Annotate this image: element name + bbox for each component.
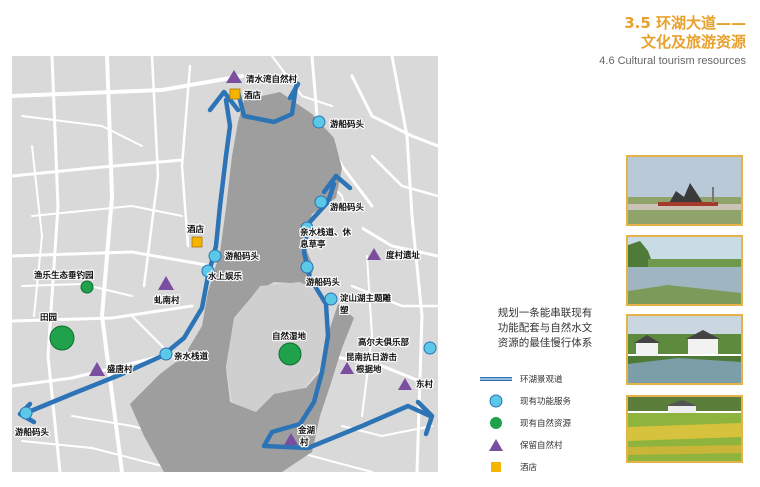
service-marker	[312, 115, 326, 129]
service-marker	[300, 260, 314, 274]
page-title-line2: 文化及旅游资源	[640, 33, 746, 51]
service-marker	[201, 264, 215, 278]
photo-village	[626, 314, 743, 385]
label-kunnan-1: 昆南抗日游击	[346, 352, 398, 363]
service-markers	[19, 115, 437, 420]
title-block: 3.5 环湖大道—— 文化及旅游资源 4.6 Cultural tourism …	[599, 14, 746, 67]
nature-marker-tianyuan	[49, 325, 75, 351]
village-marker-dongcun	[398, 378, 412, 390]
label-qiunan: 虬南村	[154, 295, 180, 306]
purple-triangle-icon	[489, 439, 503, 451]
description-line-1: 规划一条能串联现有	[497, 307, 593, 319]
label-hotel-north: 酒店	[244, 90, 262, 101]
service-marker	[159, 347, 173, 361]
hotel-markers	[191, 88, 241, 248]
label-pier-west: 游船码头	[225, 251, 260, 262]
lake-water	[130, 92, 354, 472]
wetland-island	[226, 282, 330, 412]
hotel-marker-north	[229, 88, 241, 100]
legend-item-route: 环湖景观道	[480, 368, 620, 390]
legend-label-service: 现有功能服务	[520, 397, 572, 407]
label-water-ent: 水上娱乐	[207, 271, 243, 282]
photo-farmland	[626, 395, 743, 463]
description-text: 规划一条能串联现有 功能配套与自然水文 资源的最佳慢行体系	[478, 306, 612, 351]
label-hotel-west: 酒店	[187, 224, 205, 235]
east-shore	[304, 206, 362, 286]
road-network	[12, 56, 438, 472]
label-wetland: 自然湿地	[272, 331, 307, 342]
label-tianyuan: 田园	[40, 313, 57, 323]
legend-label-hotel: 酒店	[520, 463, 538, 473]
service-marker	[314, 195, 328, 209]
village-marker-ducun	[367, 248, 381, 260]
service-marker	[300, 221, 314, 235]
yellow-square-icon	[491, 462, 501, 472]
village-marker-shengtang	[89, 362, 105, 376]
village-marker-jinhu	[284, 433, 298, 445]
nature-marker-wetland	[278, 342, 302, 366]
green-circle-icon	[490, 417, 502, 429]
map-legend: 环湖景观道 现有功能服务 现有自然资源 保留自然村 酒店	[480, 368, 620, 478]
light-blue-circle-icon	[489, 394, 503, 408]
lake-map: 清水湾自然村 酒店 游船码头 游船码头 亲水栈道、休 息草亭 度村遗址 游船码头…	[12, 56, 438, 472]
photo-sculpture	[626, 155, 743, 226]
legend-item-village: 保留自然村	[480, 434, 620, 456]
label-boardwalk: 亲水栈道	[174, 351, 209, 362]
label-jinhu-1: 金湖	[297, 425, 316, 436]
label-kunnan-2: 根据地	[356, 364, 382, 375]
hotel-marker-west	[191, 236, 203, 248]
village-marker-qiunan	[158, 276, 174, 290]
page-subtitle: 4.6 Cultural tourism resources	[599, 55, 746, 67]
west-bay	[182, 346, 226, 392]
service-marker	[324, 292, 338, 306]
description-line-3: 资源的最佳慢行体系	[497, 337, 593, 349]
map-labels: 清水湾自然村 酒店 游船码头 游船码头 亲水栈道、休 息草亭 度村遗址 游船码头…	[14, 73, 435, 449]
service-marker	[423, 341, 437, 355]
label-pier-east1: 游船码头	[330, 202, 365, 213]
village-marker-kunnan	[340, 362, 354, 374]
legend-item-service: 现有功能服务	[480, 390, 620, 412]
label-ducun: 度村遗址	[386, 250, 421, 261]
label-shengtang: 盛唐村	[107, 364, 133, 375]
label-boardwalk-rest-2: 息草亭	[300, 239, 326, 250]
service-marker	[208, 249, 222, 263]
label-golf: 高尔夫俱乐部	[358, 337, 410, 348]
village-marker-qingshuiwan	[226, 70, 242, 83]
service-marker	[19, 406, 33, 420]
page-title: 3.5 环湖大道——	[624, 14, 746, 32]
photo-lake	[626, 235, 743, 306]
label-dongcun: 东村	[416, 379, 434, 390]
description-line-2: 功能配套与自然水文	[497, 322, 593, 334]
label-qingshuiwan: 清水湾自然村	[246, 74, 298, 85]
label-jinhu-2: 村	[300, 437, 309, 448]
legend-item-nature: 现有自然资源	[480, 412, 620, 434]
legend-item-hotel: 酒店	[480, 456, 620, 478]
label-boardwalk-rest-1: 亲水栈道、休	[300, 227, 352, 238]
label-yule: 渔乐生态垂钓园	[34, 270, 94, 281]
village-markers	[89, 70, 412, 445]
legend-label-village: 保留自然村	[520, 441, 563, 451]
lake-route	[23, 83, 433, 451]
label-dianshan-2: 塑	[340, 305, 349, 316]
nature-marker-yule	[80, 280, 94, 294]
legend-label-nature: 现有自然资源	[520, 419, 572, 429]
legend-label-route: 环湖景观道	[520, 375, 563, 385]
label-pier-east2: 游船码头	[306, 277, 341, 288]
label-pier-sw: 游船码头	[15, 427, 50, 438]
route-line-icon	[480, 377, 512, 381]
label-pier-ne: 游船码头	[330, 119, 365, 130]
label-dianshan-1: 淀山湖主题雕	[340, 293, 392, 304]
nature-markers	[49, 280, 302, 366]
